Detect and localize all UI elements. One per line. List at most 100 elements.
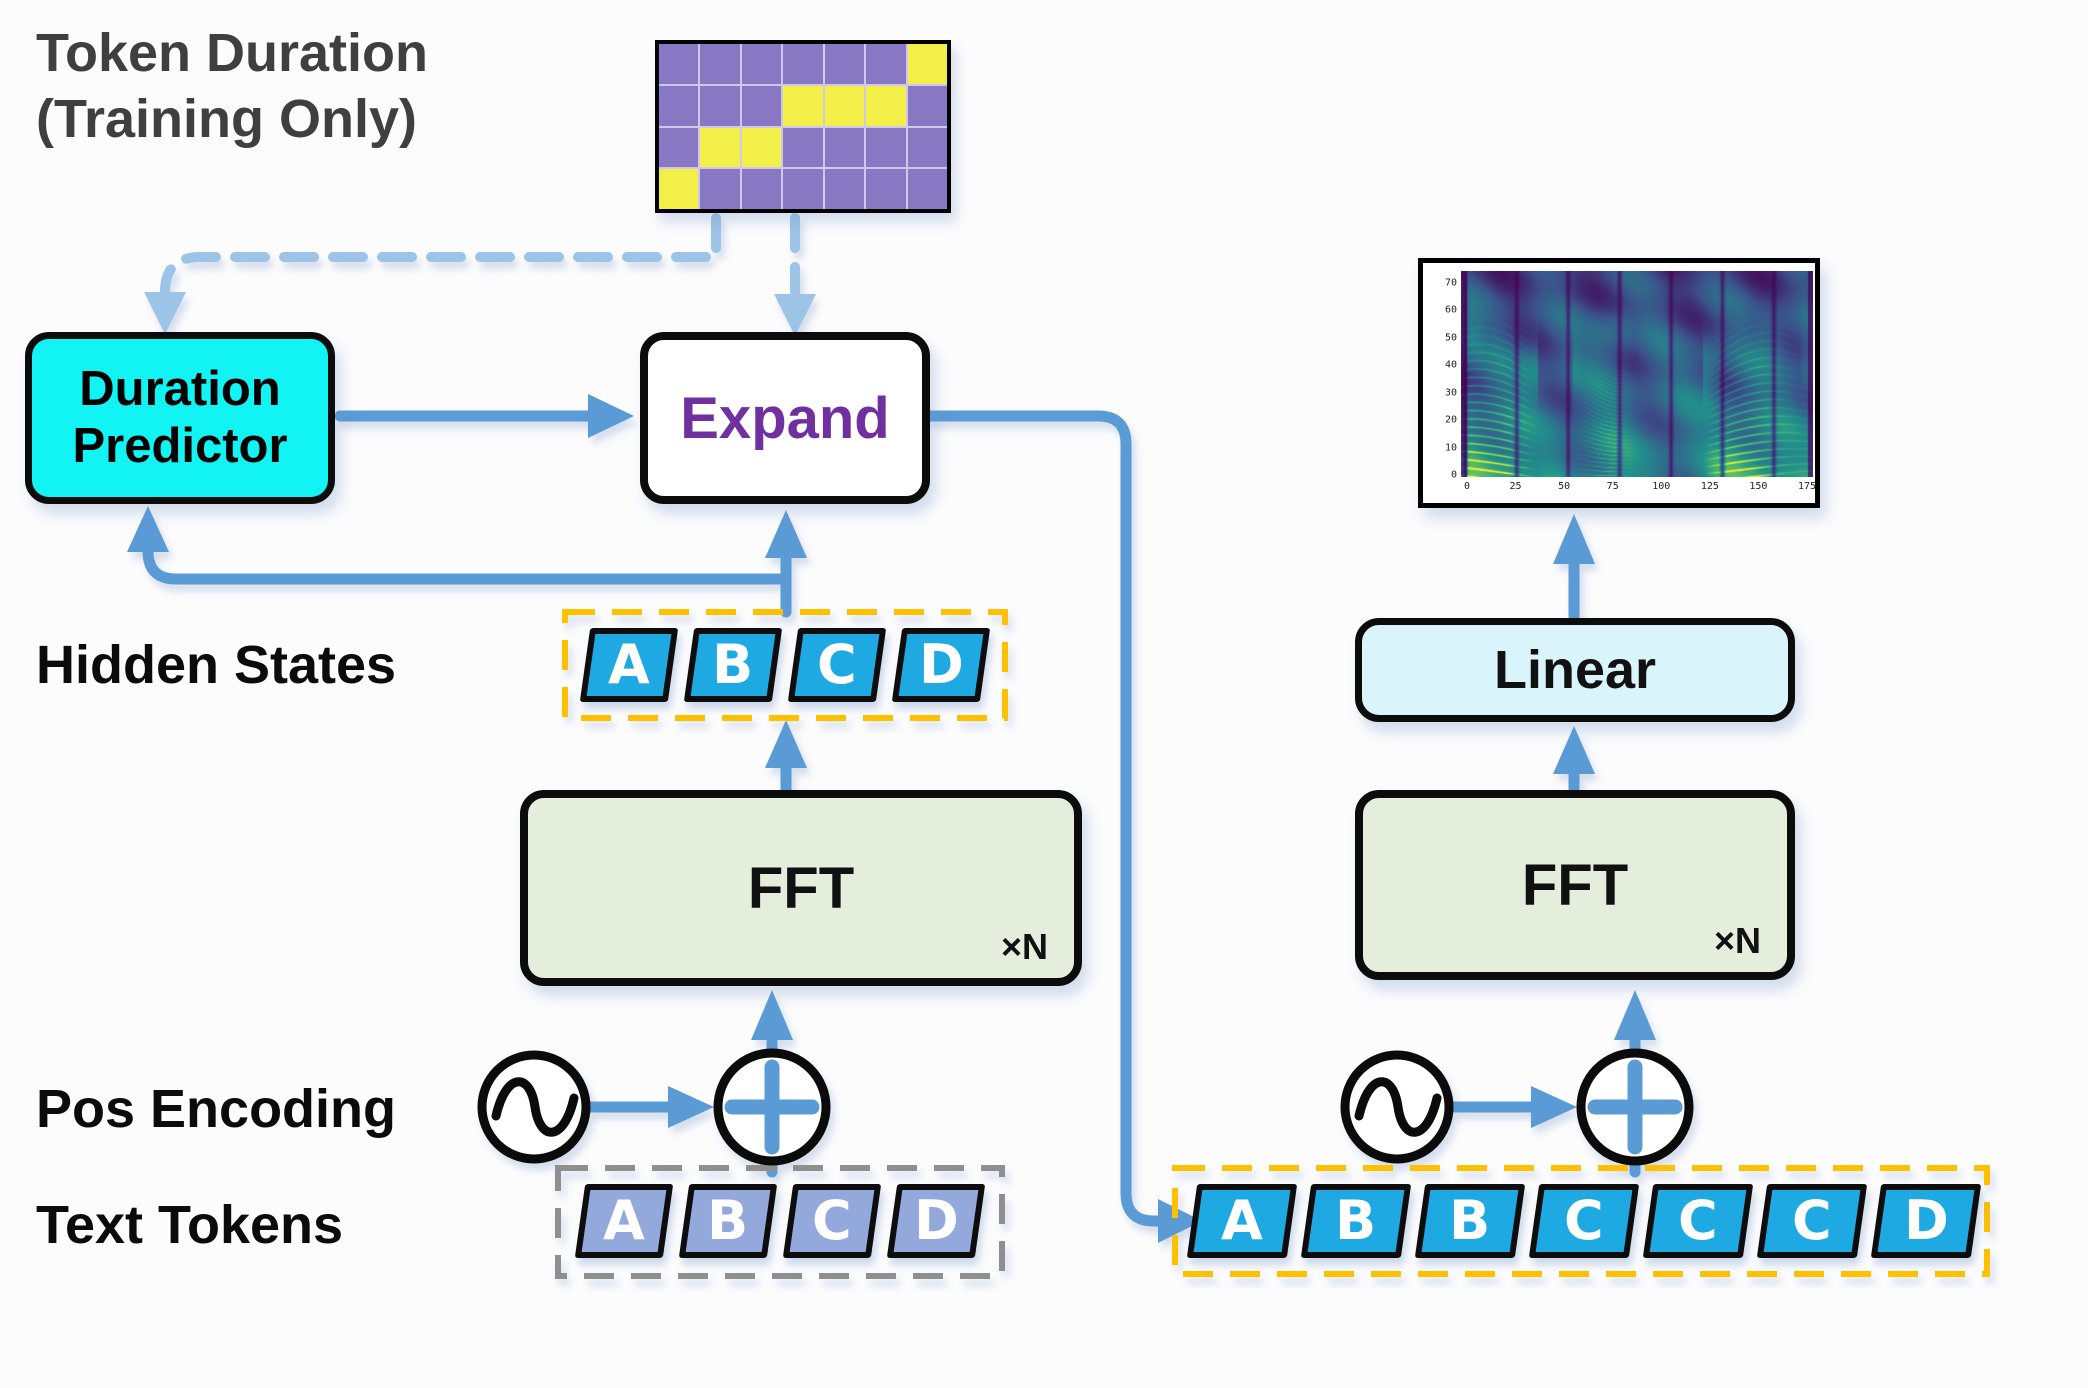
matrix-cell [700,169,740,209]
tick-label: 0 [1463,481,1471,492]
token-letter: D [918,633,964,696]
token-letter: C [1564,1189,1604,1252]
matrix-cell [700,85,740,126]
token-letter: C [1792,1189,1832,1252]
arrowhead-linear [1553,726,1595,774]
title-token-duration: Token Duration (Training Only) [36,20,428,152]
token: C [787,628,887,702]
arrow-hidden-to-dp [142,545,792,585]
matrix-cell [741,85,782,126]
tick-label: 175 [1797,481,1817,492]
matrix-cell [866,44,906,84]
matrix-cell [783,127,823,168]
fft-encoder-box: FFT ×N [520,790,1082,986]
matrix-cell [741,44,782,84]
arrowhead-dp-to-expand [588,394,634,438]
matrix-cell [866,85,906,126]
tick-label: 50 [1558,481,1571,492]
arrowhead-hidden-to-expand [765,510,807,558]
arrowhead-spectrogram [1553,514,1595,564]
token: C [1756,1184,1868,1258]
matrix-cell [824,85,865,126]
matrix-cell [659,169,699,209]
tick-label: 40 [1444,359,1457,371]
tick-label: 10 [1444,442,1457,454]
text-tokens-group-outline [555,1165,1005,1279]
dashed-arrow-matrix-to-duration-predictor [160,213,721,297]
token: C [1528,1184,1640,1258]
token-letter: B [712,633,754,696]
matrix-cell [700,127,740,168]
token-letter: B [1449,1189,1491,1252]
tick-label: 125 [1700,481,1719,492]
tick-label: 60 [1444,304,1457,316]
arrow-expand-to-expanded-tokens [924,410,1164,1227]
arrowhead-plus-left [668,1086,714,1128]
matrix-cell [700,44,740,84]
dp-label-line1: Duration [79,362,281,416]
tick-label: 150 [1749,481,1768,492]
token-letter: A [603,1189,645,1252]
token: C [1642,1184,1754,1258]
dashed-arrowhead-duration-predictor [144,292,186,334]
plus-glyph-icon [724,1059,820,1155]
token-letter: D [1903,1189,1949,1252]
text-tokens-label: Text Tokens [36,1195,344,1255]
matrix-cell [824,44,865,84]
token: A [574,1184,674,1258]
tick-label: 25 [1509,481,1522,492]
duration-predictor-label: Duration Predictor [72,361,287,475]
token-duration-matrix [655,40,951,213]
spectrogram-canvas [1461,271,1813,477]
tick-label: 20 [1444,414,1457,426]
pos-encoding-label: Pos Encoding [36,1079,397,1139]
expand-box: Expand [640,332,930,504]
matrix-cell [866,169,906,209]
plus-glyph-icon [1587,1059,1683,1155]
token-letter: A [1221,1189,1263,1252]
matrix-cell [866,127,906,168]
token: A [579,628,679,702]
matrix-cell [907,44,947,84]
token: D [891,628,991,702]
token: B [1414,1184,1526,1258]
arrowhead-fft-left [751,990,793,1040]
fft-label: FFT [1521,852,1629,918]
matrix-cell [783,44,823,84]
sine-wave-glyph-icon [491,1077,579,1137]
sine-wave-glyph-icon [1354,1077,1442,1137]
dp-label-line2: Predictor [72,419,288,473]
tick-label: 50 [1444,332,1457,344]
token-letter: B [1335,1189,1377,1252]
token-letter: C [817,633,857,696]
tick-label: 0 [1450,469,1457,481]
arrowhead-expanded-tokens [1158,1199,1202,1243]
token-letter: C [1678,1189,1718,1252]
expanded-tokens-group-outline [1172,1165,1990,1277]
fft-decoder-box: FFT ×N [1355,790,1795,980]
matrix-cell [659,44,699,84]
token: D [886,1184,986,1258]
arrowhead-plus-right [1531,1086,1577,1128]
arrowhead-fft-right [1614,990,1656,1040]
hidden-states-label: Hidden States [36,635,397,695]
linear-box: Linear [1355,618,1795,722]
arrowhead-hidden [765,720,807,768]
fft-repeat-label: ×N [1000,926,1048,967]
tick-label: 75 [1606,481,1619,492]
dashed-arrowhead-expand [774,294,816,336]
token: C [782,1184,882,1258]
matrix-cell [824,127,865,168]
matrix-cell [907,127,947,168]
tick-label: 70 [1444,277,1457,289]
matrix-cell [783,85,823,126]
token: D [1870,1184,1982,1258]
token: A [1186,1184,1298,1258]
hidden-states-group-outline [562,609,1008,721]
token: B [1300,1184,1412,1258]
